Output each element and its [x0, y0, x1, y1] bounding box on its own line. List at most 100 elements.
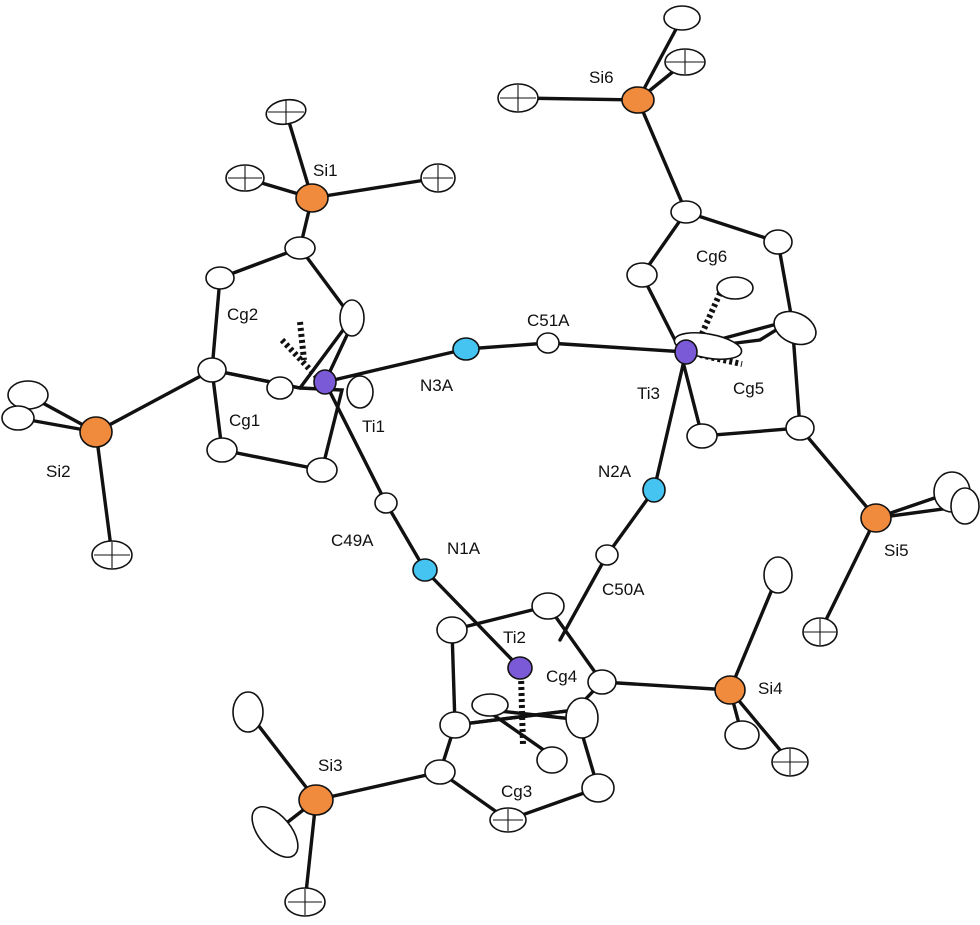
- bonds: [16, 16, 967, 904]
- atom-c-si4-me2: [724, 720, 760, 750]
- label-c49a: C49A: [331, 531, 374, 550]
- label-c50a: C50A: [602, 580, 645, 599]
- atom-c-ring5: [266, 376, 294, 400]
- atom-c-ring19: [587, 669, 617, 695]
- atom-ti3: [674, 339, 698, 365]
- label-cg6: Cg6: [696, 247, 727, 266]
- label-si5: Si5: [884, 541, 909, 560]
- label-si4: Si4: [758, 679, 783, 698]
- carbon-ellipsoids: [1, 5, 980, 917]
- bond-n2a-c50a: [605, 488, 656, 557]
- atom-n2a: [642, 477, 666, 503]
- cp-ring-ti3-b: [677, 317, 802, 438]
- atom-c-ring8: [306, 457, 338, 483]
- atom-c-ring13: [773, 310, 817, 346]
- label-si6: Si6: [589, 68, 614, 87]
- atom-c-si2-me1: [7, 380, 49, 410]
- bond-si4-me1: [728, 573, 780, 692]
- label-ti3: Ti3: [637, 384, 660, 403]
- atom-c-ring25: [581, 773, 615, 803]
- atoms: [1, 5, 980, 917]
- label-n1a: N1A: [447, 539, 481, 558]
- label-cg4: Cg4: [546, 667, 577, 686]
- label-si3: Si3: [318, 756, 343, 775]
- bond-n1a-ti2: [423, 568, 522, 670]
- atom-c-si5-me2: [950, 487, 980, 525]
- atom-c-ring9: [670, 200, 702, 224]
- bond-ti1-n3a: [323, 347, 468, 384]
- atom-c-ring6: [346, 375, 374, 409]
- bond-si2-ring: [94, 368, 214, 434]
- bond-si3-me1: [246, 710, 318, 802]
- axis-c-si1-me1: [268, 100, 304, 124]
- atom-c-ring10: [763, 229, 793, 255]
- atom-c-si2-me2: [1, 405, 35, 431]
- bond-si2-me3: [94, 430, 114, 557]
- bond-ti1-c49a: [323, 380, 388, 505]
- atom-c-ring23: [536, 746, 568, 774]
- bond-si3-me3: [303, 798, 318, 904]
- atom-c-ring18: [531, 592, 565, 620]
- hash-ti1-cg2b: [297, 321, 307, 361]
- atom-si5: [860, 503, 892, 533]
- bond-si5-me3: [818, 516, 878, 634]
- bond-si3-ring: [314, 770, 442, 802]
- bond-si6-me2: [636, 16, 684, 102]
- atom-si6: [621, 86, 655, 114]
- atom-c-ring11: [626, 262, 658, 288]
- label-cg1: Cg1: [229, 411, 260, 430]
- titanium-atoms: [313, 339, 698, 680]
- label-cg2: Cg2: [227, 305, 258, 324]
- hash-ti1-cg2: [279, 337, 321, 381]
- label-n2a: N2A: [598, 462, 632, 481]
- atom-c50a: [595, 544, 619, 566]
- axis-c-si6-me3: [666, 50, 704, 74]
- atom-c-ring4: [197, 357, 227, 383]
- label-c51a: C51A: [527, 311, 570, 330]
- atom-ti1: [313, 369, 337, 395]
- label-cg3: Cg3: [501, 782, 532, 801]
- atom-c-si4-me1: [763, 556, 793, 594]
- atom-c-ring15: [785, 415, 815, 441]
- atom-si3: [298, 784, 334, 816]
- atom-c49a: [374, 492, 398, 514]
- atom-ti2: [507, 656, 533, 680]
- bond-ti3-n2a: [652, 350, 688, 492]
- ellipsoid-axes: [94, 50, 836, 915]
- label-si1: Si1: [313, 161, 338, 180]
- atom-n1a: [412, 558, 438, 582]
- atom-labels: Si1 Si2 Si3 Si4 Si5 Si6 Ti1 Ti2 Ti3 N1A …: [46, 68, 909, 801]
- atom-c-si3-me2: [251, 806, 299, 858]
- atom-c-si6-me2: [663, 5, 701, 31]
- atom-c-ring17: [436, 616, 468, 644]
- atom-n3a: [452, 337, 480, 361]
- atom-c-ring22: [439, 711, 471, 739]
- silicon-atoms: [79, 86, 892, 816]
- label-ti2: Ti2: [503, 628, 526, 647]
- atom-c51a: [536, 332, 560, 354]
- atom-c-si3-me1: [232, 691, 264, 733]
- atom-si4: [714, 675, 746, 705]
- atom-si1: [295, 183, 329, 213]
- bond-si1-me3: [310, 176, 440, 200]
- nitrogen-atoms: [412, 337, 666, 582]
- bond-c51a-ti3: [546, 341, 688, 354]
- label-cg5: Cg5: [733, 379, 764, 398]
- atom-c-ring1: [284, 236, 316, 260]
- axis-c-ring26: [493, 809, 523, 831]
- atom-c-ring16: [686, 423, 718, 449]
- bond-si4-ring: [600, 680, 732, 692]
- label-ti1: Ti1: [362, 417, 385, 436]
- axis-c-si4-me3: [773, 749, 807, 775]
- axis-c-si5-me3: [804, 619, 836, 645]
- axis-c-si1-me3: [423, 165, 453, 191]
- axis-c-si6-me1: [500, 85, 536, 111]
- bond-c50a-ti2: [558, 553, 609, 642]
- bond-c49a-n1a: [384, 501, 427, 572]
- atom-c-ring20: [471, 693, 509, 717]
- hash-ti3-cg6: [697, 280, 728, 340]
- atom-si2: [79, 416, 113, 448]
- label-n3a: N3A: [420, 376, 454, 395]
